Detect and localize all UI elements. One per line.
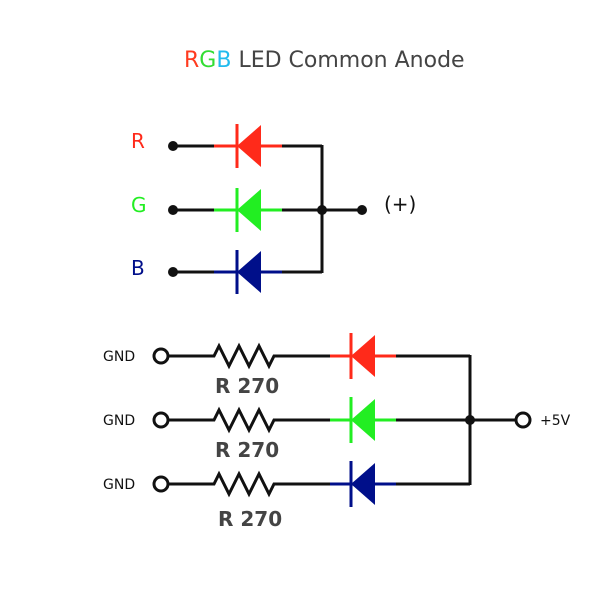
top-schematic: R G B bbox=[131, 124, 416, 294]
terminal-open bbox=[152, 411, 170, 429]
resistor-1 bbox=[168, 342, 330, 370]
led-green bbox=[330, 397, 396, 443]
resistor-label: R 270 bbox=[215, 374, 279, 398]
label-g: G bbox=[131, 193, 147, 217]
gnd-label: GND bbox=[103, 413, 135, 429]
terminal-open bbox=[152, 475, 170, 493]
plus-label: (+) bbox=[384, 192, 416, 216]
resistor-3 bbox=[168, 470, 330, 498]
title-r: R bbox=[184, 48, 199, 73]
junction-dot bbox=[317, 205, 327, 215]
title-b: B bbox=[216, 48, 231, 73]
led-red bbox=[330, 333, 396, 379]
title-rest: LED Common Anode bbox=[231, 48, 464, 73]
resistor-label: R 270 bbox=[215, 438, 279, 462]
led-blue bbox=[214, 250, 282, 294]
junction-dot bbox=[465, 415, 475, 425]
label-r: R bbox=[131, 129, 145, 153]
title-g: G bbox=[199, 48, 216, 73]
gnd-label: GND bbox=[103, 349, 135, 365]
terminal-dot-plus bbox=[357, 205, 367, 215]
resistor-label: R 270 bbox=[218, 507, 282, 531]
label-b: B bbox=[131, 256, 145, 280]
supply-label: +5V bbox=[540, 413, 571, 429]
terminal-open bbox=[152, 347, 170, 365]
led-red bbox=[214, 124, 282, 168]
bottom-schematic: GND GND GND R 270 R 270 R 270 bbox=[103, 333, 571, 531]
led-blue bbox=[330, 461, 396, 507]
gnd-label: GND bbox=[103, 477, 135, 493]
page-title: RGB LED Common Anode bbox=[184, 48, 465, 73]
terminal-open bbox=[514, 411, 532, 429]
led-green bbox=[214, 188, 282, 232]
resistor-2 bbox=[168, 406, 330, 434]
